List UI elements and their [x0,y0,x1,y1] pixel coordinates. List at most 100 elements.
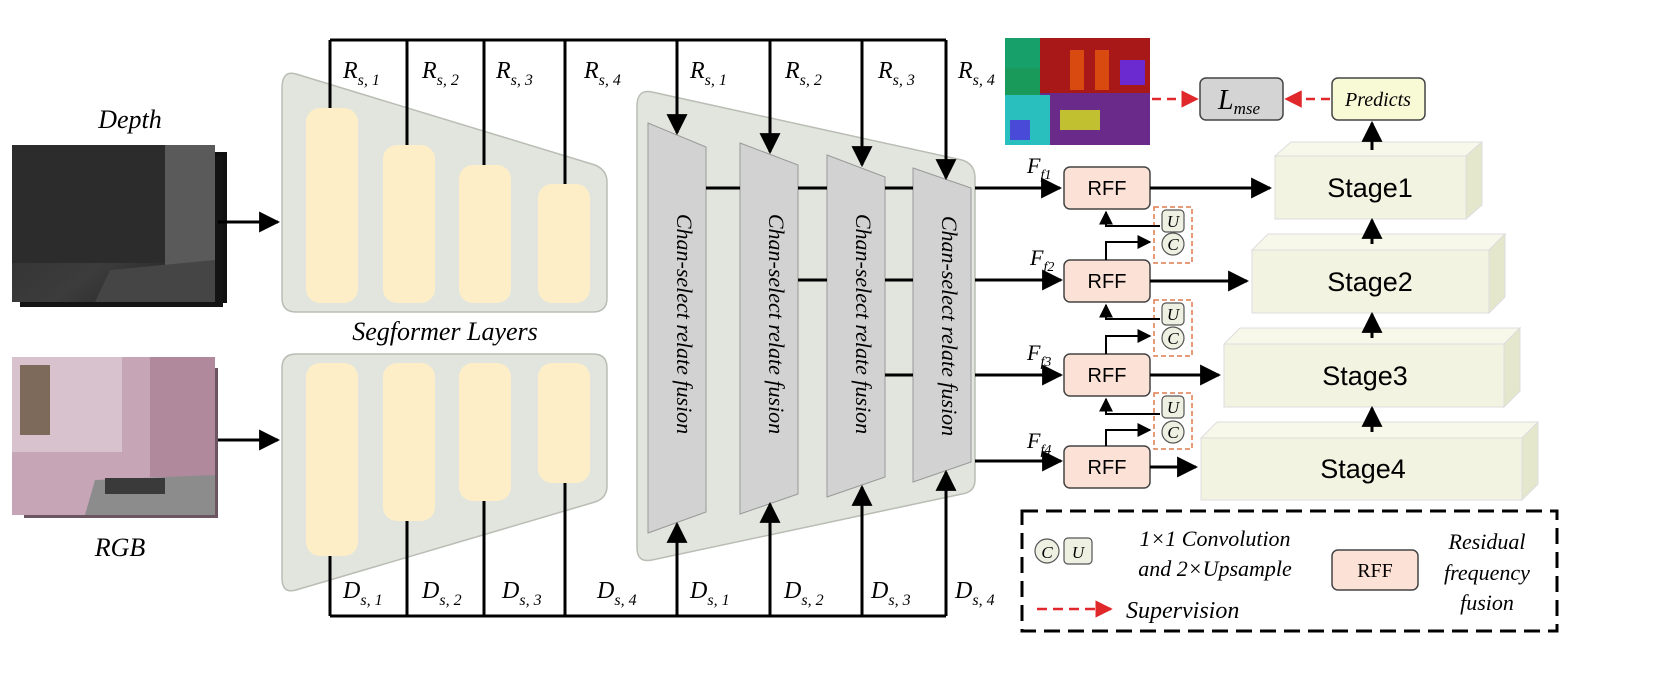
r-label-sub: s, 1 [358,72,380,89]
svg-text:Rs, 1: Rs, 1 [342,58,380,89]
depth-image-floor [95,260,215,302]
upsample-letter: U [1072,543,1086,562]
stage-3: Stage3 [1222,326,1522,409]
loss-box [1199,77,1284,121]
rff-column: RFF RFF RFF RFF [1063,166,1151,489]
d-labels: Ds, 1 Ds, 2 Ds, 3 Ds, 4 Ds, 1 Ds, 2 Ds, … [342,578,995,609]
d-label: D [689,578,707,604]
upsample-icon [1161,302,1185,326]
encoder-layer [383,363,435,521]
svg-text:Rs, 3: Rs, 3 [877,58,915,89]
legend-rff-box [1331,549,1419,591]
r-label: R [495,58,511,84]
svg-text:Ds, 4: Ds, 4 [596,578,637,609]
svg-text:Ff2: Ff2 [1029,245,1054,275]
r-label: R [583,58,599,84]
svg-text:Ff4: Ff4 [1026,428,1051,458]
d-label: D [783,578,801,604]
cu-module-2: C U [1153,299,1193,357]
predicts-label: Predicts [1344,89,1411,111]
upsample-letter: U [1167,398,1181,417]
d-label: D [342,578,360,604]
encoder-depth [281,72,608,313]
r-bus [328,38,957,184]
cu-border [1153,392,1193,450]
fusion-connections [706,186,913,377]
d-label-sub: s, 2 [439,592,461,609]
r-label: R [342,58,358,84]
legend-border [1020,509,1559,633]
loss-label: Lmse [1217,85,1260,118]
fusion-block-label: Chan-select relate fusion [672,214,697,434]
fusion-block-2 [739,142,799,515]
r-labels: Rs, 1 Rs, 2 Rs, 3 Rs, 4 Rs, 1 Rs, 2 Rs, … [342,58,995,89]
feature-labels: Ff1 Ff2 Ff3 Ff4 [1026,153,1054,458]
svg-text:Rs, 4: Rs, 4 [957,58,995,89]
rgb-image-objects [105,478,165,494]
rgb-input: RGB [12,357,218,562]
svg-text:Rs, 1: Rs, 1 [689,58,727,89]
rff-label: RFF [1088,178,1127,200]
r-label-sub: s, 3 [511,72,533,89]
encoder-rgb [281,353,608,592]
svg-text:Rs, 4: Rs, 4 [583,58,621,89]
feature-label-sub: f1 [1040,168,1051,183]
fusion-block-1 [647,122,707,534]
rff-label: RFF [1088,271,1127,293]
loss-sub: mse [1234,99,1261,118]
svg-text:Ds, 4: Ds, 4 [954,578,995,609]
d-label-sub: s, 1 [707,592,729,609]
d-label: D [421,578,439,604]
upsample-icon [1161,209,1185,233]
encoder-layer [459,165,511,303]
feature-label-sub: f2 [1043,260,1054,275]
feature-arrows [975,177,1064,472]
fusion-block-label: Chan-select relate fusion [851,214,876,434]
legend-supervision-label: Supervision [1126,598,1239,624]
segmentation-map [1005,38,1150,145]
depth-image-region [12,145,172,263]
conv-letter: C [1167,329,1179,348]
legend-cu-line1: 1×1 Convolution [1139,526,1290,551]
d-label-sub: s, 4 [972,592,994,609]
stage-1: Stage1 [1273,140,1484,221]
d-label-sub: s, 3 [888,592,910,609]
upsample-letter: U [1167,212,1181,231]
upsample-icon [1161,395,1185,419]
upsample-letter: U [1167,305,1181,324]
legend-cu-line2: and 2×Upsample [1138,556,1292,581]
feature-label: F [1026,340,1041,365]
encoder-rgb-panel [281,353,608,592]
encoder-layer [538,184,590,303]
svg-text:Ff1: Ff1 [1026,153,1051,183]
rff-output-arrows [1150,177,1273,478]
d-bus [328,469,957,618]
cu-module-1: C U [1153,206,1193,264]
stage-label: Stage1 [1327,173,1413,203]
d-label: D [501,578,519,604]
legend-rff-line1: Residual [1448,529,1526,554]
r-label-sub: s, 1 [705,72,727,89]
fusion-block-4 [912,167,972,483]
conv-icon [1034,538,1060,564]
rff-label: RFF [1088,457,1127,479]
conv-letter: C [1167,235,1179,254]
encoder-depth-panel [281,72,608,313]
d-label-sub: s, 3 [519,592,541,609]
conv-letter: C [1041,543,1053,562]
stage-label: Stage4 [1320,454,1406,484]
cu-border [1153,299,1193,357]
legend-rff-line3: fusion [1460,590,1514,615]
d-label: D [954,578,972,604]
rgb-label: RGB [94,533,146,562]
svg-text:Ds, 3: Ds, 3 [501,578,542,609]
rgb-image-door [150,357,215,477]
r-label: R [689,58,705,84]
r-label-sub: s, 4 [973,72,995,89]
d-label-sub: s, 2 [801,592,823,609]
legend: C U 1×1 Convolution and 2×Upsample RFF R… [1020,509,1559,633]
encoder-layer [306,363,358,556]
loss-base: L [1217,85,1234,116]
svg-text:Ds, 3: Ds, 3 [870,578,911,609]
